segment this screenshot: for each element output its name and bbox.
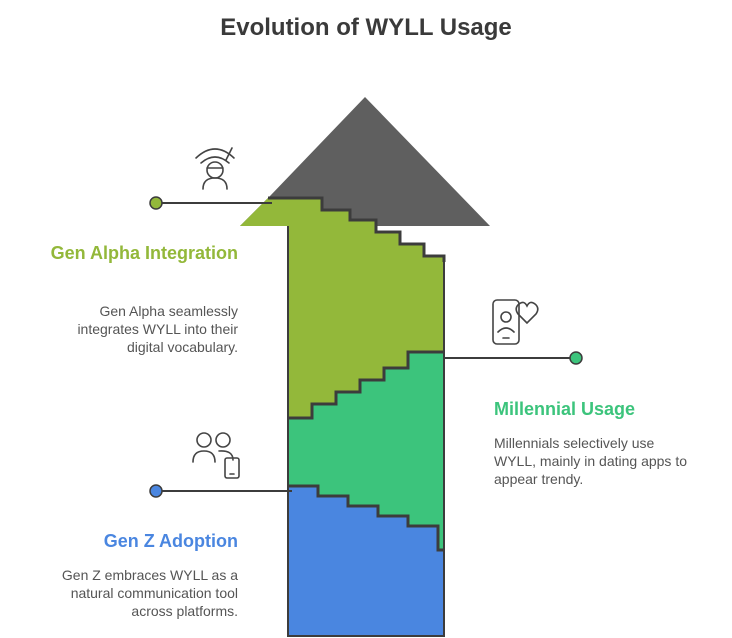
gen-z-description: Gen Z embraces WYLL as a natural communi… xyxy=(61,567,238,619)
stair-outline-bottom xyxy=(288,484,444,552)
gen-z-dot xyxy=(149,484,163,498)
millennial-dot xyxy=(569,351,583,365)
arrow-body-outline xyxy=(287,226,445,637)
phone-profile-heart-icon xyxy=(492,299,539,345)
stair-outline-top xyxy=(268,196,446,262)
gen-alpha-dot xyxy=(149,196,163,210)
diagram-title: Evolution of WYLL Usage xyxy=(220,14,512,41)
vr-headset-user-icon xyxy=(195,147,235,190)
arrow-head xyxy=(240,97,490,226)
gen-z-segment xyxy=(288,486,444,636)
gen-z-heading: Gen Z Adoption xyxy=(103,531,238,551)
gen-alpha-heading: Gen Alpha Integration xyxy=(50,243,238,263)
stair-outline-middle xyxy=(288,350,444,420)
millennial-description: Millennials selectively use WYLL, mainly… xyxy=(494,435,687,487)
millennial-heading: Millennial Usage xyxy=(494,399,636,419)
millennial-segment xyxy=(288,352,444,550)
gen-alpha-description: Gen Alpha seamlessly integrates WYLL int… xyxy=(77,303,238,355)
users-phone-icon xyxy=(192,432,240,479)
gen-alpha-segment xyxy=(240,198,444,418)
